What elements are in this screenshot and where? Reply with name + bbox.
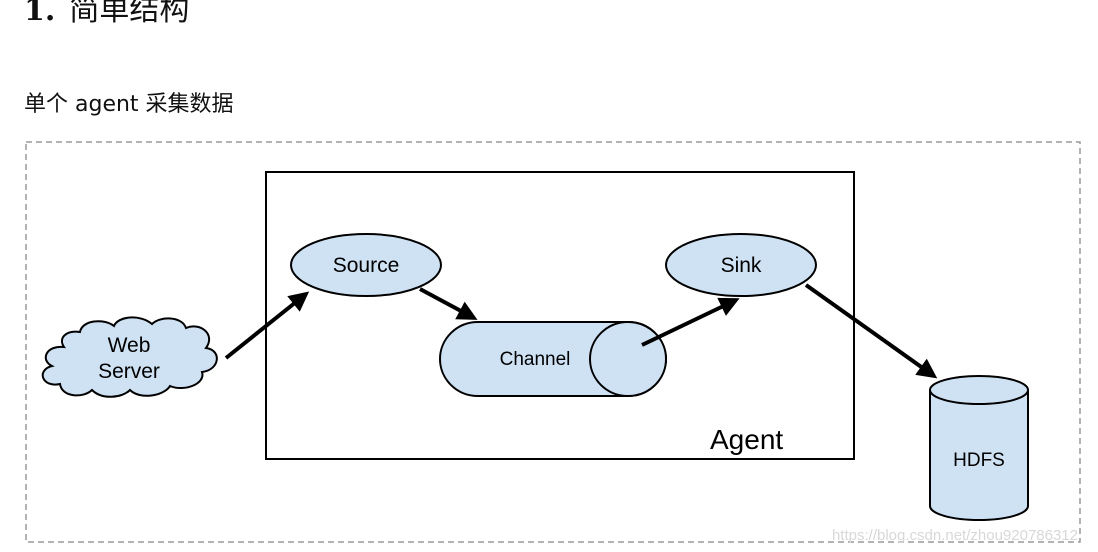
web-server-cloud: Web Server [41,316,218,398]
agent-label: Agent [710,424,783,455]
arrow-channel-to-sink [641,297,740,347]
channel-node: Channel [439,321,667,397]
section-number: 1. [24,0,56,28]
section-subtitle: 单个 agent 采集数据 [24,92,234,117]
channel-label: Channel [500,349,571,370]
section-heading: 1. 简单结构 [24,0,189,34]
sink-label: Sink [721,254,762,277]
web-server-label-line2: Server [98,360,160,383]
hdfs-label: HDFS [953,450,1005,471]
arrow-source-to-channel [419,287,478,320]
hdfs-node: HDFS [929,375,1029,521]
source-node [290,233,442,297]
watermark-text: https://blog.csdn.net/zhou920786312 [832,527,1078,544]
section-title: 简单结构 [69,0,190,28]
sink-node [665,233,817,297]
agent-box [265,171,855,460]
outer-dashed-border [25,141,1081,543]
source-label: Source [333,254,400,277]
arrow-sink-to-hdfs [804,283,938,379]
arrow-webserver-to-source [224,291,310,360]
web-server-label-line1: Web [108,334,151,357]
